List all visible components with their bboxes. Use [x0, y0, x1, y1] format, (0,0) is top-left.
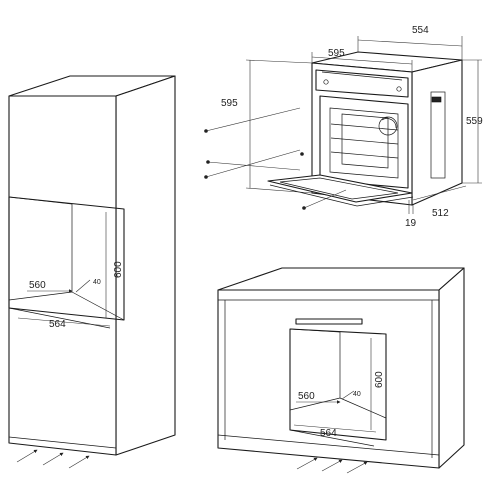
base-cabinet-drawing: 560 564 600 40: [217, 267, 465, 474]
oven-dim-width-front: 595: [328, 48, 345, 59]
column-niche-width: 564: [49, 319, 66, 330]
column-gap: 40: [93, 279, 101, 286]
column-cabinet-drawing: 560 564 600 40: [8, 75, 176, 469]
column-niche-height: 600: [113, 261, 124, 278]
base-gap: 40: [353, 391, 361, 398]
oven-dim-width-top: 554: [412, 25, 429, 36]
oven-dimension-lines: [204, 36, 482, 214]
oven-drawing: 554 595 595 559 512 19: [204, 25, 483, 229]
oven-dim-height-right: 559: [466, 116, 483, 127]
base-niche-depth: 560: [298, 391, 315, 402]
oven-dim-depth: 512: [432, 208, 449, 219]
base-niche-height: 600: [374, 371, 385, 388]
oven-dim-height-left: 595: [221, 98, 238, 109]
column-niche-depth: 560: [29, 280, 46, 291]
oven-body: [267, 51, 463, 207]
base-niche-width: 564: [320, 428, 337, 439]
oven-dim-door-offset: 19: [405, 218, 417, 229]
